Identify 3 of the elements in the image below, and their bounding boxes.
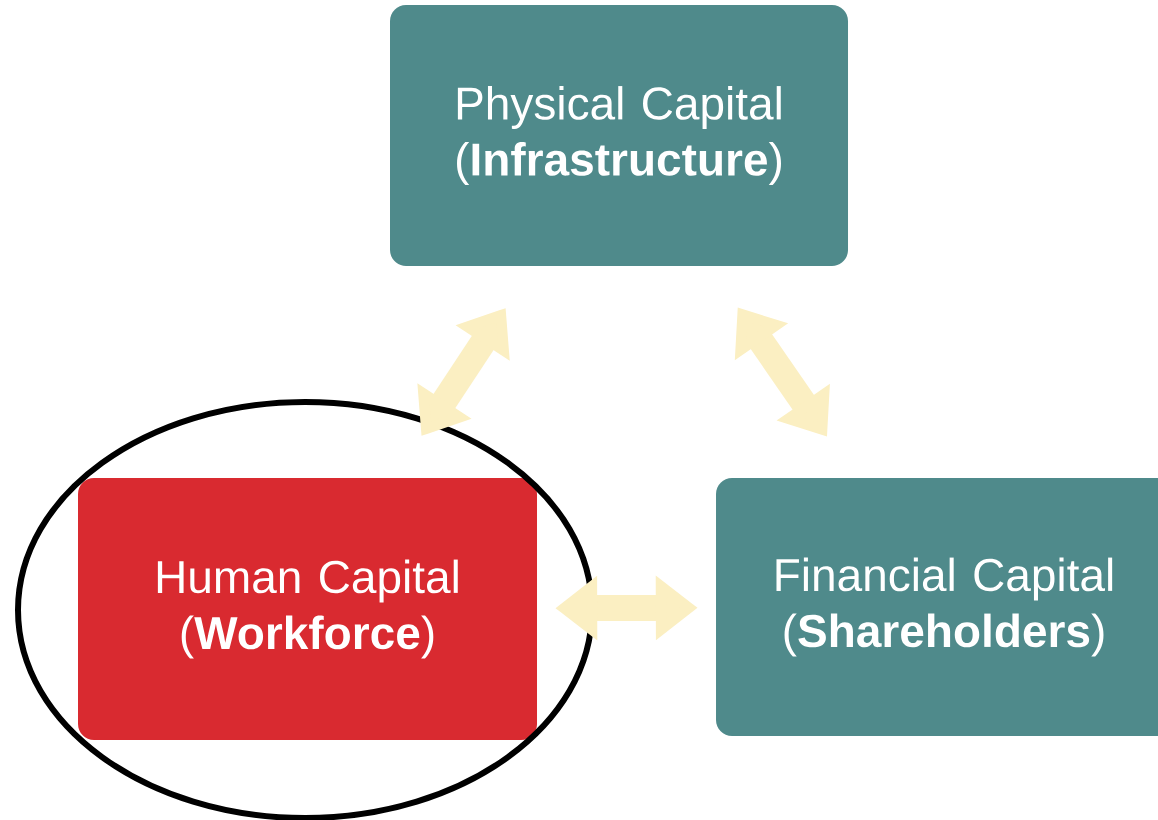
process-box: Financial Capital (Shareholders) bbox=[716, 478, 1158, 736]
process-box: Human Capital (Workforce) bbox=[78, 478, 537, 740]
process-box: Physical Capital (Infrastructure) bbox=[390, 5, 848, 266]
